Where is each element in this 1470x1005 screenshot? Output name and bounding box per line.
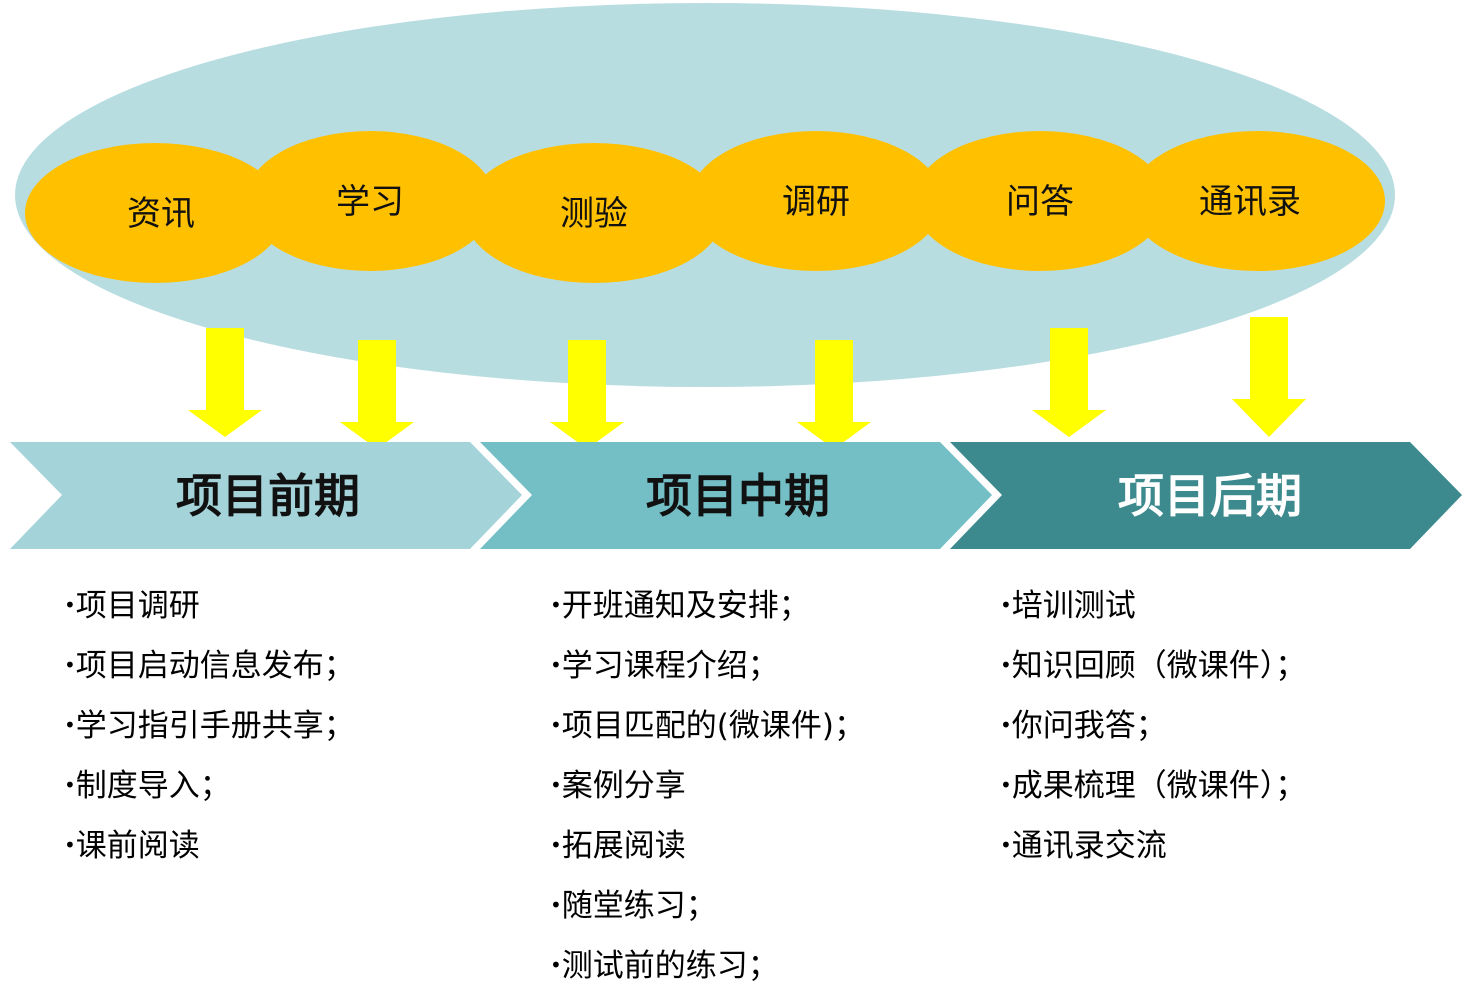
phase-mid-list: 开班通知及安排； 学习课程介绍； 项目匹配的(微课件)； 案例分享 拓展阅读 随… xyxy=(550,582,865,1002)
phase-early-chevron xyxy=(10,442,522,549)
bubble-label: 问答 xyxy=(1006,182,1074,222)
list-item: 培训测试 xyxy=(1000,582,1306,642)
bubble-xuexi: 学习 xyxy=(245,131,495,271)
arrow-icon xyxy=(1232,317,1306,437)
phase-early-list: 项目调研 项目启动信息发布； 学习指引手册共享； 制度导入； 课前阅读 xyxy=(64,582,355,882)
down-arrows xyxy=(188,317,1306,449)
phase-late-list: 培训测试 知识回顾（微课件）； 你问我答； 成果梳理（微课件）； 通讯录交流 xyxy=(1000,582,1307,882)
bubble-wenda: 问答 xyxy=(913,131,1167,271)
list-item: 你问我答； xyxy=(1000,702,1306,762)
list-item: 学习指引手册共享； xyxy=(64,702,355,762)
bubble-diaoyan: 调研 xyxy=(689,131,943,271)
arrow-icon xyxy=(797,340,871,449)
bubble-chain: 资讯 学习 测验 调研 问答 通讯录 xyxy=(25,131,1385,283)
list-item: 测试前的练习； xyxy=(550,942,865,1002)
list-item: 案例分享 xyxy=(550,762,865,822)
bubble-label: 通讯录 xyxy=(1199,182,1301,222)
list-item: 成果梳理（微课件）； xyxy=(1000,762,1307,822)
bubble-label: 调研 xyxy=(782,182,850,222)
phase-late-chevron xyxy=(950,442,1462,549)
list-item: 学习课程介绍； xyxy=(550,642,865,702)
list-item: 拓展阅读 xyxy=(550,822,865,882)
arrow-icon xyxy=(1032,328,1106,437)
bubble-label: 资讯 xyxy=(127,194,195,234)
arrow-icon xyxy=(550,340,624,449)
list-item: 项目启动信息发布； xyxy=(64,642,355,702)
phase-chevrons: 项目前期 项目中期 项目后期 xyxy=(10,442,1462,549)
bubble-label: 学习 xyxy=(336,182,404,222)
list-item: 项目匹配的(微课件)； xyxy=(550,702,865,762)
arrow-icon xyxy=(340,340,414,449)
phase-mid-chevron xyxy=(480,442,992,549)
list-item: 随堂练习； xyxy=(550,882,865,942)
list-item: 知识回顾（微课件）； xyxy=(1000,642,1307,702)
list-item: 开班通知及安排； xyxy=(550,582,865,642)
phase-mid-title: 项目中期 xyxy=(646,469,830,523)
list-item: 通讯录交流 xyxy=(1000,822,1306,882)
bubble-zixun: 资讯 xyxy=(25,143,285,283)
bubble-ceyan: 测验 xyxy=(464,143,724,283)
bubble-tongxunlu: 通讯录 xyxy=(1129,131,1385,271)
phase-early-title: 项目前期 xyxy=(176,469,360,523)
phase-late-title: 项目后期 xyxy=(1118,469,1302,523)
bubble-label: 测验 xyxy=(560,194,628,234)
arrow-icon xyxy=(188,328,262,437)
list-item: 制度导入； xyxy=(64,762,355,822)
list-item: 课前阅读 xyxy=(64,822,355,882)
list-item: 项目调研 xyxy=(64,582,355,642)
